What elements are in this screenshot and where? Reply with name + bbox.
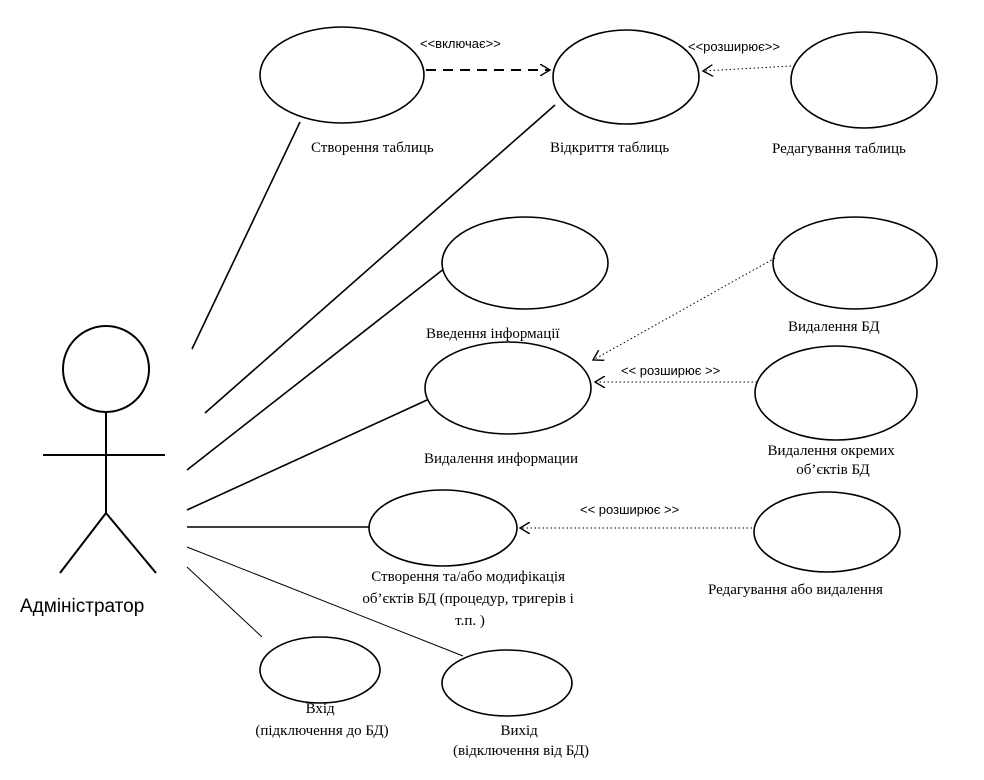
usecase-edit-or-delete — [753, 491, 901, 573]
usecase-create-modify — [368, 489, 518, 567]
label-login-line2: (підключення до БД) — [255, 723, 388, 739]
assoc-logout — [186, 546, 464, 657]
label-login-line1: Вхід — [306, 701, 335, 717]
label-delete-db: Видалення БД — [788, 319, 880, 335]
label-create-modify: Створення та/або модифікація об’єктів БД… — [362, 569, 577, 629]
label-logout-line1: Вихід — [500, 723, 538, 739]
usecase-enter-info — [441, 216, 609, 310]
label-delete-objects: Видалення окремих об’єктів БД — [767, 443, 898, 478]
label-enter-info: Введення інформації — [426, 326, 560, 342]
usecase-logout — [441, 649, 573, 717]
label-delete-objects-line1: Видалення окремих — [767, 443, 895, 459]
label-edit-or-delete: Редагування або видалення — [708, 582, 883, 598]
usecase-edit-tables — [790, 31, 938, 129]
assoc-delete-info — [186, 399, 428, 511]
actor-label: Адміністратор — [20, 596, 144, 617]
label-login: Вхід (підключення до БД) — [255, 701, 388, 739]
label-edit-tables: Редагування таблиць — [772, 141, 906, 157]
label-delete-objects-line2: об’єктів БД — [796, 462, 869, 478]
label-logout-line2: (відключення від БД) — [453, 743, 589, 759]
actor-right-leg — [105, 512, 157, 574]
usecase-delete-objects — [754, 345, 918, 441]
assoc-login — [186, 566, 263, 638]
usecase-delete-info — [424, 341, 592, 435]
actor-left-leg — [59, 512, 107, 574]
assoc-enter-info — [186, 267, 446, 471]
extend-label-mid: << розширює >> — [621, 363, 720, 378]
assoc-open-tables — [204, 104, 556, 414]
actor-administrator: Адміністратор — [20, 325, 165, 617]
usecase-open-tables — [552, 29, 700, 125]
usecase-create-tables — [259, 26, 425, 124]
label-create-modify-line2: об’єктів БД (процедур, тригерів і — [362, 591, 573, 607]
usecase-login — [259, 636, 381, 704]
label-delete-info: Видалення информации — [424, 451, 578, 467]
label-create-modify-line1: Створення та/або модифікація — [371, 569, 565, 585]
include-label: <<включає>> — [420, 36, 501, 51]
extend-label-low: << розширює >> — [580, 502, 679, 517]
extend-label-top: <<розширює>> — [688, 39, 780, 54]
extend-arrow-delete-db — [593, 257, 776, 360]
extend-arrow-edit-tables — [703, 66, 792, 71]
label-open-tables: Відкриття таблиць — [550, 140, 669, 156]
assoc-create-tables — [191, 121, 301, 350]
actor-head — [62, 325, 150, 413]
label-create-modify-line3: т.п. ) — [455, 613, 485, 629]
label-logout: Вихід (відключення від БД) — [453, 723, 589, 759]
usecase-delete-db — [772, 216, 938, 310]
label-create-tables: Створення таблиць — [311, 140, 434, 156]
